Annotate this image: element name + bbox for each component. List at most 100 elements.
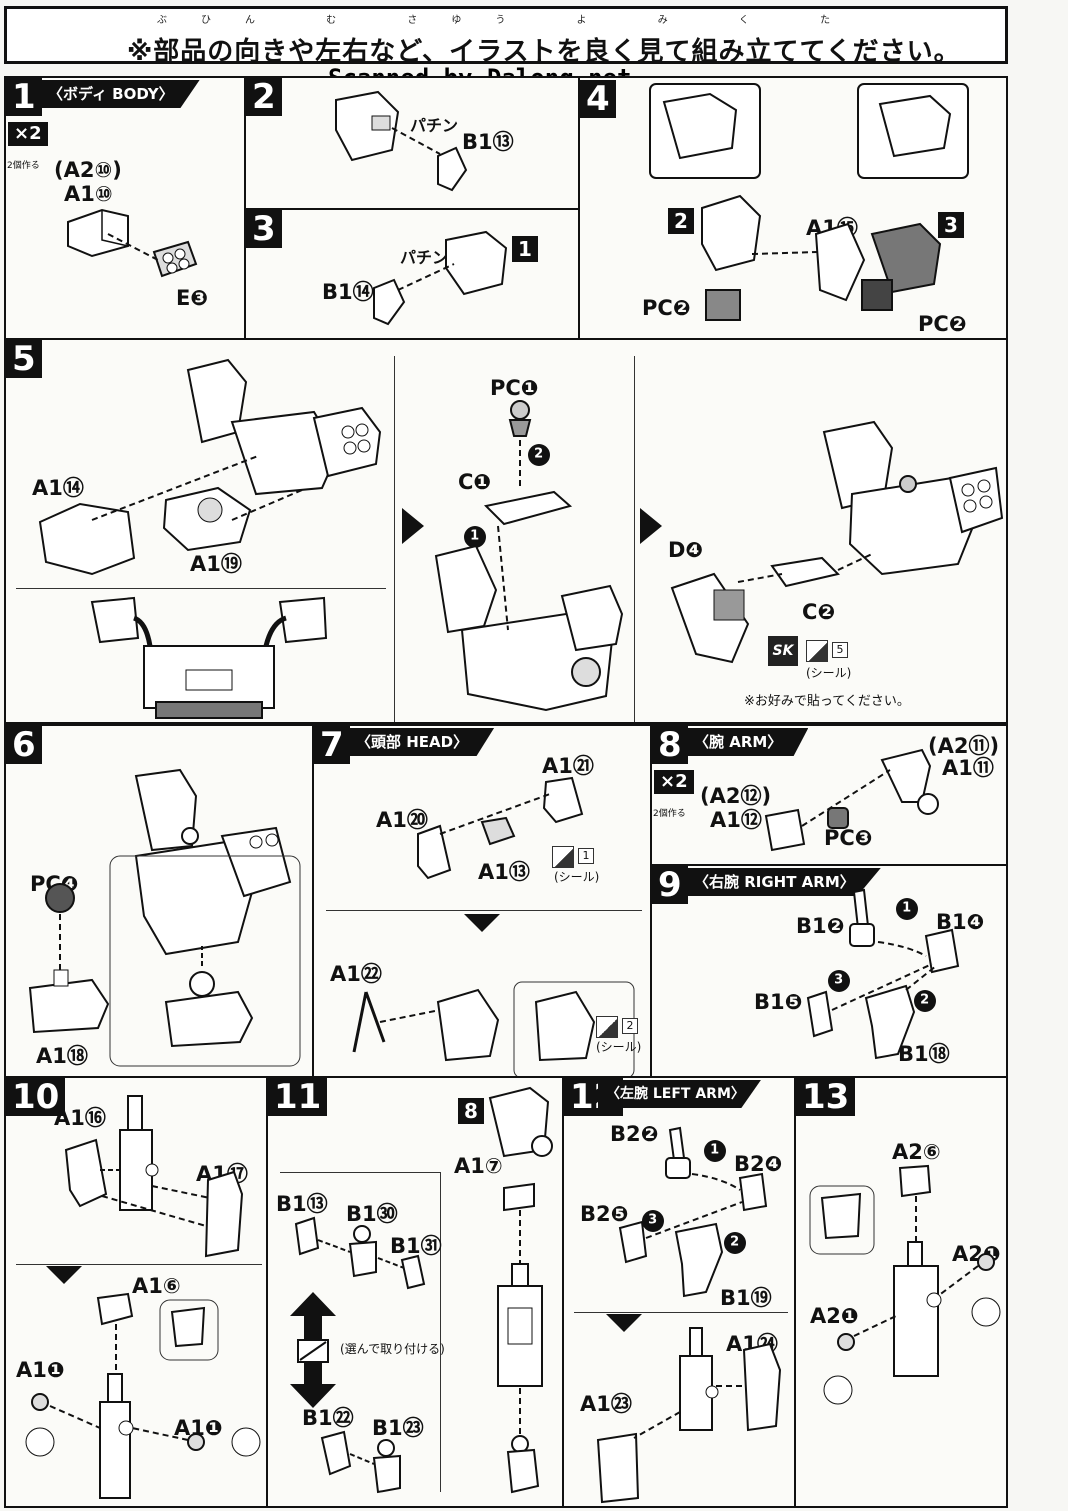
head-assembly-illustration	[352, 981, 635, 1076]
part-label: A2❶	[810, 1304, 859, 1328]
next-arrow	[46, 1266, 82, 1284]
part-label: (A2⑫)	[700, 784, 772, 808]
torso-complete-illustration	[670, 420, 1004, 664]
part-label: B2❹	[734, 1152, 783, 1176]
head-parts-illustration	[417, 776, 584, 880]
body-part-illustration	[67, 208, 198, 278]
optional-sticker-note: ※お好みで貼ってください。	[744, 694, 910, 709]
snap-sfx: パチン	[410, 116, 459, 135]
sticker-swatch	[806, 640, 828, 662]
sticker-number: 5	[832, 642, 848, 658]
step-ribbon: 〈ボディ BODY〉	[40, 80, 200, 108]
part-label: B1⑭	[322, 280, 374, 304]
step-11-panel: 11 8 A1⑦ B1⑬ B1㉚ B1㉛ (選んで取り付ける) B1㉒ B1㉓	[266, 1076, 564, 1508]
part-label: A1⑫	[710, 808, 762, 832]
part-label: E❸	[176, 286, 209, 310]
part-label: A1❶	[16, 1358, 65, 1382]
step-number: 13	[796, 1078, 856, 1116]
step-reference-badge: 1	[512, 236, 538, 262]
hand-parts-illustration	[294, 1216, 426, 1290]
make-two-badge: ×2	[654, 770, 694, 794]
part-label: PC❷	[642, 296, 691, 320]
part-label: (A2⑪)	[928, 734, 1000, 758]
step-1-panel: 1 〈ボディ BODY〉 ×2 2個作る (A2⑩) A1⑩ E❸	[4, 76, 246, 340]
part-label: B1❹	[936, 910, 985, 934]
step-ribbon: 〈頭部 HEAD〉	[348, 728, 495, 756]
step-number: 1	[6, 78, 42, 116]
step-7-panel: 7 〈頭部 HEAD〉 A1⑳ A1㉑ A1⑬ 1 (シール) A1㉒ 2 (シ…	[312, 724, 652, 1078]
part-label: B2❺	[580, 1202, 629, 1226]
part-label: B1❷	[796, 914, 845, 938]
step-number: 4	[580, 80, 616, 118]
part-label: A2⑥	[892, 1140, 941, 1164]
make-two-note: 2個作る	[7, 161, 40, 171]
step-9-panel: 9 〈右腕 RIGHT ARM〉 B1❷ B1❹ B1❺ B1⑱ 1 2 3	[650, 864, 1008, 1078]
step-ribbon: 〈腕 ARM〉	[686, 728, 809, 756]
left-arm-parts-illustration	[618, 1126, 768, 1298]
sub-divider	[326, 910, 642, 911]
part-label: A1⑲	[190, 552, 242, 576]
step-number: 9	[652, 866, 688, 904]
step-reference-badge: 3	[938, 212, 964, 238]
part-label: B1❺	[754, 990, 803, 1014]
part-label: B2❷	[610, 1122, 659, 1146]
step-reference-badge: 2	[668, 208, 694, 234]
step-number: 11	[268, 1078, 328, 1116]
shoulder-assembly-illustration	[649, 83, 969, 321]
sticker-swatch	[596, 1016, 618, 1038]
part-label: (A2⑩)	[54, 158, 122, 182]
step-12-panel: 12 〈左腕 LEFT ARM〉 B2❷ B2❹ B2❺ B1⑲ 1 2 3 A…	[562, 1076, 796, 1508]
sub-divider	[394, 356, 395, 722]
torso-assembly-illustration	[434, 400, 624, 712]
part-label: A1⑦	[454, 1154, 503, 1178]
part-label: A1㉑	[542, 754, 594, 778]
sticker-label: (シール)	[806, 666, 852, 680]
sub-divider	[16, 588, 386, 589]
part-label: A1⑥	[132, 1274, 181, 1298]
step-4-panel: 4 2 3 A1⑮ PC❷ PC❷	[578, 76, 1008, 340]
part-label: B1⑬	[276, 1192, 328, 1216]
step-number: 6	[6, 726, 42, 764]
part-label: A1㉒	[330, 962, 382, 986]
part-label: B1⑱	[898, 1042, 950, 1066]
make-two-note: 2個作る	[653, 809, 686, 819]
sticker-brand-mark: SK	[768, 636, 798, 666]
header-ruby: ぶひん む さゆう よ み く た	[157, 15, 865, 26]
arm-assembly-illustration	[488, 1086, 553, 1494]
part-label: B1⑬	[462, 130, 514, 154]
right-arm-parts-illustration	[806, 888, 960, 1060]
part-label: A1⑱	[36, 1044, 88, 1068]
sub-divider	[280, 1172, 440, 1173]
part-label: D❹	[668, 538, 704, 562]
step-number: 7	[314, 726, 350, 764]
step-6-panel: 6 PC❹ A1⑱	[4, 724, 314, 1078]
part-label: C❷	[802, 600, 836, 624]
leg-lower-assembly-illustration	[809, 1164, 1001, 1405]
part-label: A1⑪	[942, 756, 994, 780]
step-13-panel: 13 A2⑥ A2❶ A2❶	[794, 1076, 1008, 1508]
make-two-badge: ×2	[8, 122, 48, 146]
choose-note: (選んで取り付ける)	[340, 1342, 445, 1356]
sub-divider	[574, 1312, 788, 1313]
step-reference-badge: 8	[458, 1098, 484, 1124]
next-arrow	[640, 508, 662, 544]
step-10-panel: 10 A1⑯ A1⑰ A1⑥ A1❶ A1❶	[4, 1076, 268, 1508]
arm-parts-illustration	[764, 748, 939, 852]
part-label: A1⑯	[54, 1106, 106, 1130]
header-banner: ぶひん む さゆう よ み く た ※部品の向きや左右など、イラストを良く見て組…	[4, 6, 1008, 67]
step-number: 3	[246, 210, 282, 248]
shoulder-part-illustration	[373, 230, 508, 326]
next-arrow	[606, 1314, 642, 1332]
step-8-panel: 8 〈腕 ARM〉 ×2 2個作る (A2⑪) A1⑪ (A2⑫) A1⑫ PC…	[650, 724, 1008, 866]
part-label: PC❶	[490, 376, 539, 400]
part-label: A1⑭	[32, 476, 84, 500]
left-arm-assembly-illustration	[596, 1327, 782, 1504]
part-label: A1⑬	[478, 860, 530, 884]
step-2-panel: 2 パチン B1⑬	[244, 76, 580, 210]
sticker-label: (シール)	[596, 1040, 642, 1054]
torso-back-view-illustration	[90, 596, 328, 719]
sub-divider	[634, 356, 635, 722]
hand-alt-parts-illustration	[320, 1430, 401, 1494]
part-label: A1⑩	[64, 182, 113, 206]
